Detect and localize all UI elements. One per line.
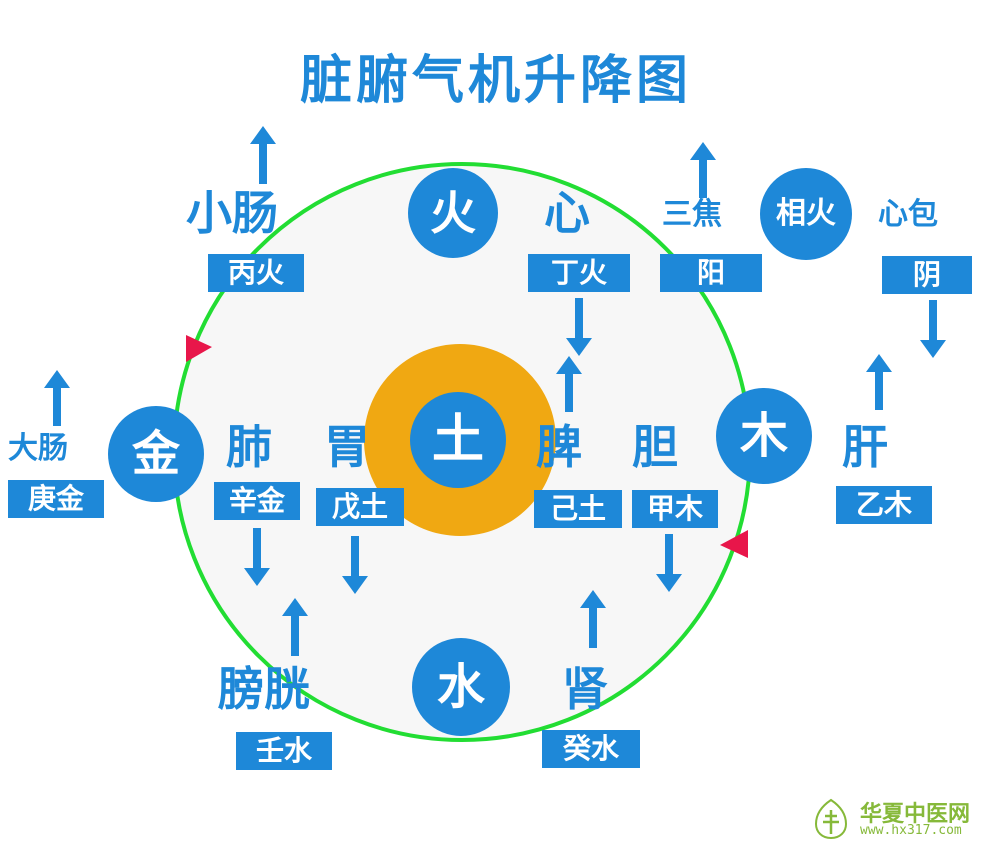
earth-element-circle: 土 xyxy=(410,392,506,488)
arrow-down-pericardium xyxy=(920,300,946,358)
tag-small-intestine: 丙火 xyxy=(208,254,304,292)
organ-spleen: 脾 xyxy=(536,420,582,474)
arrow-up-large-intestine xyxy=(44,370,70,426)
tag-kidney: 癸水 xyxy=(542,730,640,768)
organ-pericardium: 心包 xyxy=(878,197,938,232)
organ-liver: 肝 xyxy=(842,420,888,474)
page-title: 脏腑气机升降图 xyxy=(299,51,692,111)
fire-element-circle: 火 xyxy=(408,168,498,258)
arrow-up-spleen xyxy=(556,356,582,412)
tag-large-intestine: 庚金 xyxy=(8,480,104,518)
organ-heart: 心 xyxy=(544,186,590,240)
tag-spleen: 己土 xyxy=(534,490,622,528)
organ-lung: 肺 xyxy=(226,420,272,474)
watermark-url: www.hx317.com xyxy=(860,823,962,838)
minister-fire-circle: 相火 xyxy=(760,168,852,260)
arrow-down-stomach xyxy=(342,536,368,594)
organ-gallbladder: 胆 xyxy=(632,420,678,474)
water-element-circle: 水 xyxy=(412,638,510,736)
arrow-down-heart xyxy=(566,298,592,356)
arrow-up-kidney xyxy=(580,590,606,648)
site-watermark: 华夏中医网 www.hx317.com xyxy=(808,796,984,844)
tag-pericardium: 阴 xyxy=(882,256,972,294)
metal-element-circle: 金 xyxy=(108,406,204,502)
ring-pointer-right xyxy=(720,530,748,558)
tag-lung: 辛金 xyxy=(214,482,300,520)
arrow-up-bladder xyxy=(282,598,308,656)
wood-element-circle: 木 xyxy=(716,388,812,484)
tag-bladder: 壬水 xyxy=(236,732,332,770)
organ-large-intestine: 大肠 xyxy=(8,431,68,466)
organ-bladder: 膀胱 xyxy=(218,662,310,716)
tag-heart: 丁火 xyxy=(528,254,630,292)
arrow-down-gallbladder xyxy=(656,534,682,592)
arrow-up-san-jiao xyxy=(690,142,716,198)
arrow-down-lung xyxy=(244,528,270,586)
watermark-name: 华夏中医网 xyxy=(860,802,971,827)
tag-gallbladder: 甲木 xyxy=(632,490,718,528)
watermark-logo-icon xyxy=(814,798,848,840)
tag-liver: 乙木 xyxy=(836,486,932,524)
ring-pointer-left xyxy=(186,335,212,362)
organ-san-jiao: 三焦 xyxy=(662,197,722,232)
tag-stomach: 戊土 xyxy=(316,488,404,526)
organ-small-intestine: 小肠 xyxy=(186,186,278,240)
arrow-up-small-intestine xyxy=(250,126,276,184)
organ-kidney: 肾 xyxy=(562,662,608,716)
organ-stomach: 胃 xyxy=(324,420,370,474)
arrow-up-liver xyxy=(866,354,892,410)
tag-san-jiao: 阳 xyxy=(660,254,762,292)
